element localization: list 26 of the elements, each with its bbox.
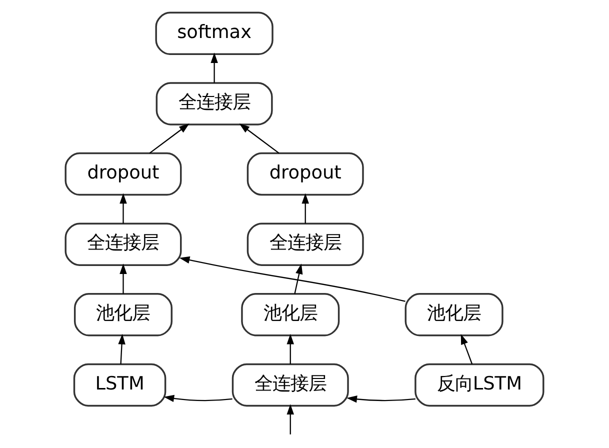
node-box: 全连接层 (246, 222, 364, 266)
arrow (346, 396, 416, 403)
node-box: 池化层 (241, 293, 340, 336)
arrow (286, 334, 294, 364)
arrow (210, 52, 218, 83)
node-box: 池化层 (404, 293, 504, 336)
node-box: 全连接层 (64, 222, 182, 266)
arrow (164, 394, 232, 402)
node-box: dropout (64, 152, 182, 196)
node-box: 反向LSTM (414, 363, 544, 407)
arrow (179, 256, 406, 302)
arrow (302, 193, 309, 224)
arrow (120, 264, 127, 294)
arrow (120, 193, 127, 224)
arrow (239, 123, 280, 154)
node-box: 全连接层 (156, 82, 273, 126)
node-box: dropout (246, 152, 364, 196)
node-box: 全连接层 (232, 363, 349, 407)
node-box: LSTM (73, 363, 166, 407)
arrow (149, 123, 190, 154)
node-box: 池化层 (74, 293, 173, 336)
arrow (286, 404, 294, 434)
arrow (460, 334, 473, 364)
node-box: softmax (155, 12, 274, 56)
arrow (294, 264, 303, 294)
arrow (118, 334, 126, 364)
